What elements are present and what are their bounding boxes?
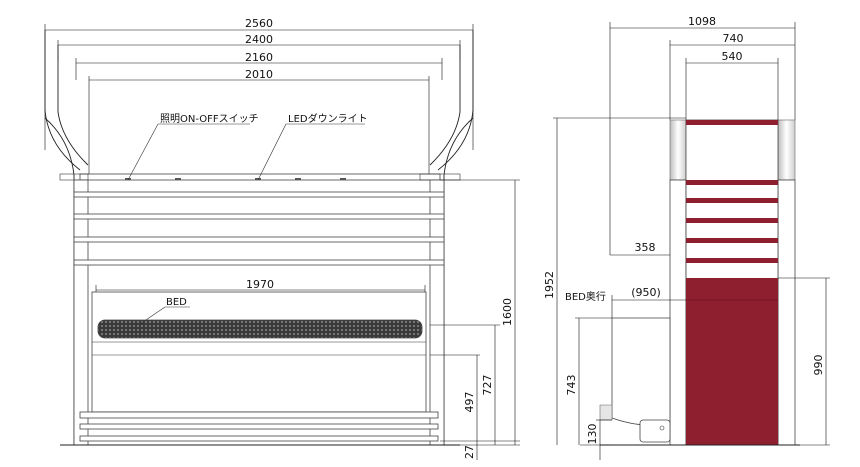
dim-side-height-1952: 1952 — [543, 271, 556, 299]
dim-front-height-497: 497 — [463, 392, 476, 413]
side-990-dimension: 990 — [778, 277, 830, 446]
dim-side-height-743: 743 — [565, 375, 578, 396]
dim-front-width-2010: 2010 — [245, 68, 273, 81]
side-structure — [600, 119, 800, 446]
side-red-panel — [686, 278, 778, 445]
front-top-dimensions: 2560 2400 2160 2010 — [44, 17, 474, 175]
dim-front-height-727: 727 — [481, 375, 494, 396]
dim-side-depth-540: 540 — [722, 50, 743, 63]
dim-side-height-130: 130 — [586, 424, 599, 445]
front-canopy — [44, 30, 474, 445]
dim-front-height-27: 27 — [463, 445, 476, 459]
side-top-dimensions: 1098 740 540 — [609, 15, 796, 255]
front-height-dimensions: 1600 727 497 27 — [430, 179, 520, 460]
dim-bed-width: 1970 — [246, 278, 274, 291]
label-bed-depth: BED奥行 — [565, 290, 606, 303]
front-shelves — [73, 191, 445, 266]
dim-front-height-1600: 1600 — [501, 298, 514, 326]
dim-side-height-990: 990 — [812, 355, 825, 376]
front-bed-frame: 1970 — [60, 278, 460, 446]
dim-side-depth-overall: 1098 — [688, 15, 716, 28]
dim-side-depth-358: 358 — [635, 241, 656, 254]
side-height-dimensions: 1952 743 130 — [543, 117, 686, 460]
label-led-downlight: LEDダウンライト — [288, 112, 368, 125]
dim-front-width-2160: 2160 — [245, 51, 273, 64]
front-view: 2560 2400 2160 2010 — [44, 17, 520, 460]
label-light-switch: 照明ON-OFFスイッチ — [160, 113, 259, 125]
dim-bed-depth: (950) — [631, 286, 661, 299]
bed-mattress — [97, 319, 423, 339]
dim-front-width-2400: 2400 — [245, 33, 273, 46]
front-posts — [73, 179, 445, 446]
label-bed: BED — [166, 297, 187, 308]
side-bed: (950) BED奥行 — [565, 286, 686, 443]
dim-side-depth-740: 740 — [723, 32, 744, 45]
side-red-top-band — [686, 120, 778, 125]
side-view: 1098 740 540 — [543, 15, 830, 460]
front-labels: 照明ON-OFFスイッチ LEDダウンライト BED — [127, 112, 368, 325]
dim-front-width-overall: 2560 — [245, 17, 273, 30]
side-358-dimension: 358 — [610, 241, 670, 256]
